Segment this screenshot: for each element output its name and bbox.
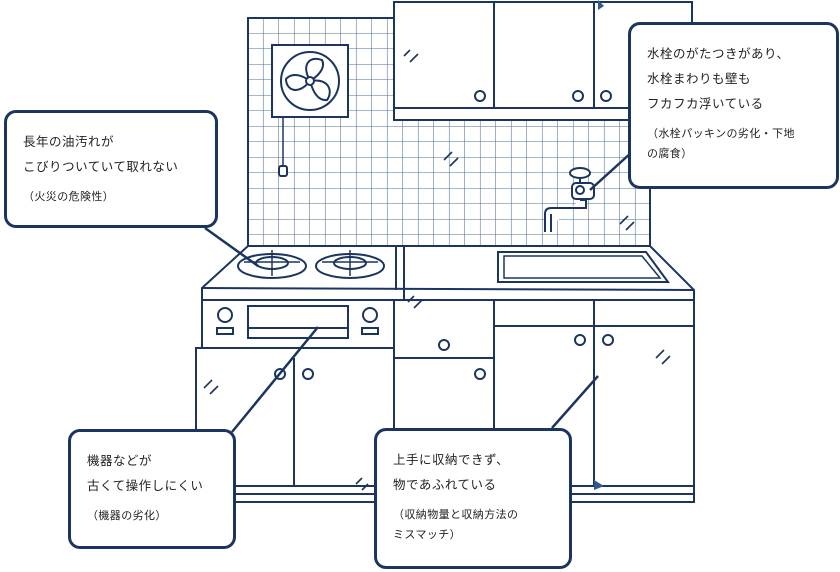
- callout-leaders: [204, 151, 633, 433]
- gloss-marks: [203, 49, 671, 491]
- callout-appliance-note: （機器の劣化）: [87, 509, 167, 522]
- callout-appliance-line1: 機器などが: [87, 453, 153, 468]
- callout-faucet-note1: （水栓パッキンの劣化・下地: [647, 127, 795, 140]
- callout-grease-line1: 長年の油汚れが: [23, 134, 115, 149]
- callout-faucet-note2: の腐食）: [647, 147, 693, 160]
- callout-faucet-line3: フカフカ浮いている: [647, 96, 764, 111]
- callout-grease-line2: こびりついていて取れない: [23, 159, 179, 174]
- callout-appliance-line2: 古くて操作しにくい: [87, 478, 204, 493]
- callout-appliance: 機器などが 古くて操作しにくい （機器の劣化）: [68, 429, 236, 549]
- callout-grease: 長年の油汚れが こびりついていて取れない （火災の危険性）: [4, 110, 218, 228]
- callout-storage-line2: 物であふれている: [393, 477, 497, 492]
- callout-storage-note2: ミスマッチ）: [393, 528, 462, 541]
- callout-storage-line1: 上手に収納できず、: [393, 452, 510, 467]
- callout-storage: 上手に収納できず、 物であふれている （収納物量と収納方法の ミスマッチ）: [374, 428, 572, 569]
- faucet: [544, 167, 595, 232]
- exhaust-fan: [271, 44, 349, 177]
- callout-storage-note1: （収納物量と収納方法の: [393, 508, 519, 521]
- stove-control-panel: [201, 299, 395, 349]
- gas-stove: [237, 250, 385, 279]
- wall-cabinet: [393, 1, 693, 121]
- callout-grease-note: （火災の危険性）: [23, 190, 115, 203]
- callout-faucet-line1: 水栓のがたつきがあり、: [647, 46, 790, 61]
- callout-faucet-line2: 水栓まわりも壁も: [647, 71, 752, 86]
- callout-faucet: 水栓のがたつきがあり、 水栓まわりも壁も フカフカ浮いている （水栓パッキンの劣…: [628, 22, 839, 189]
